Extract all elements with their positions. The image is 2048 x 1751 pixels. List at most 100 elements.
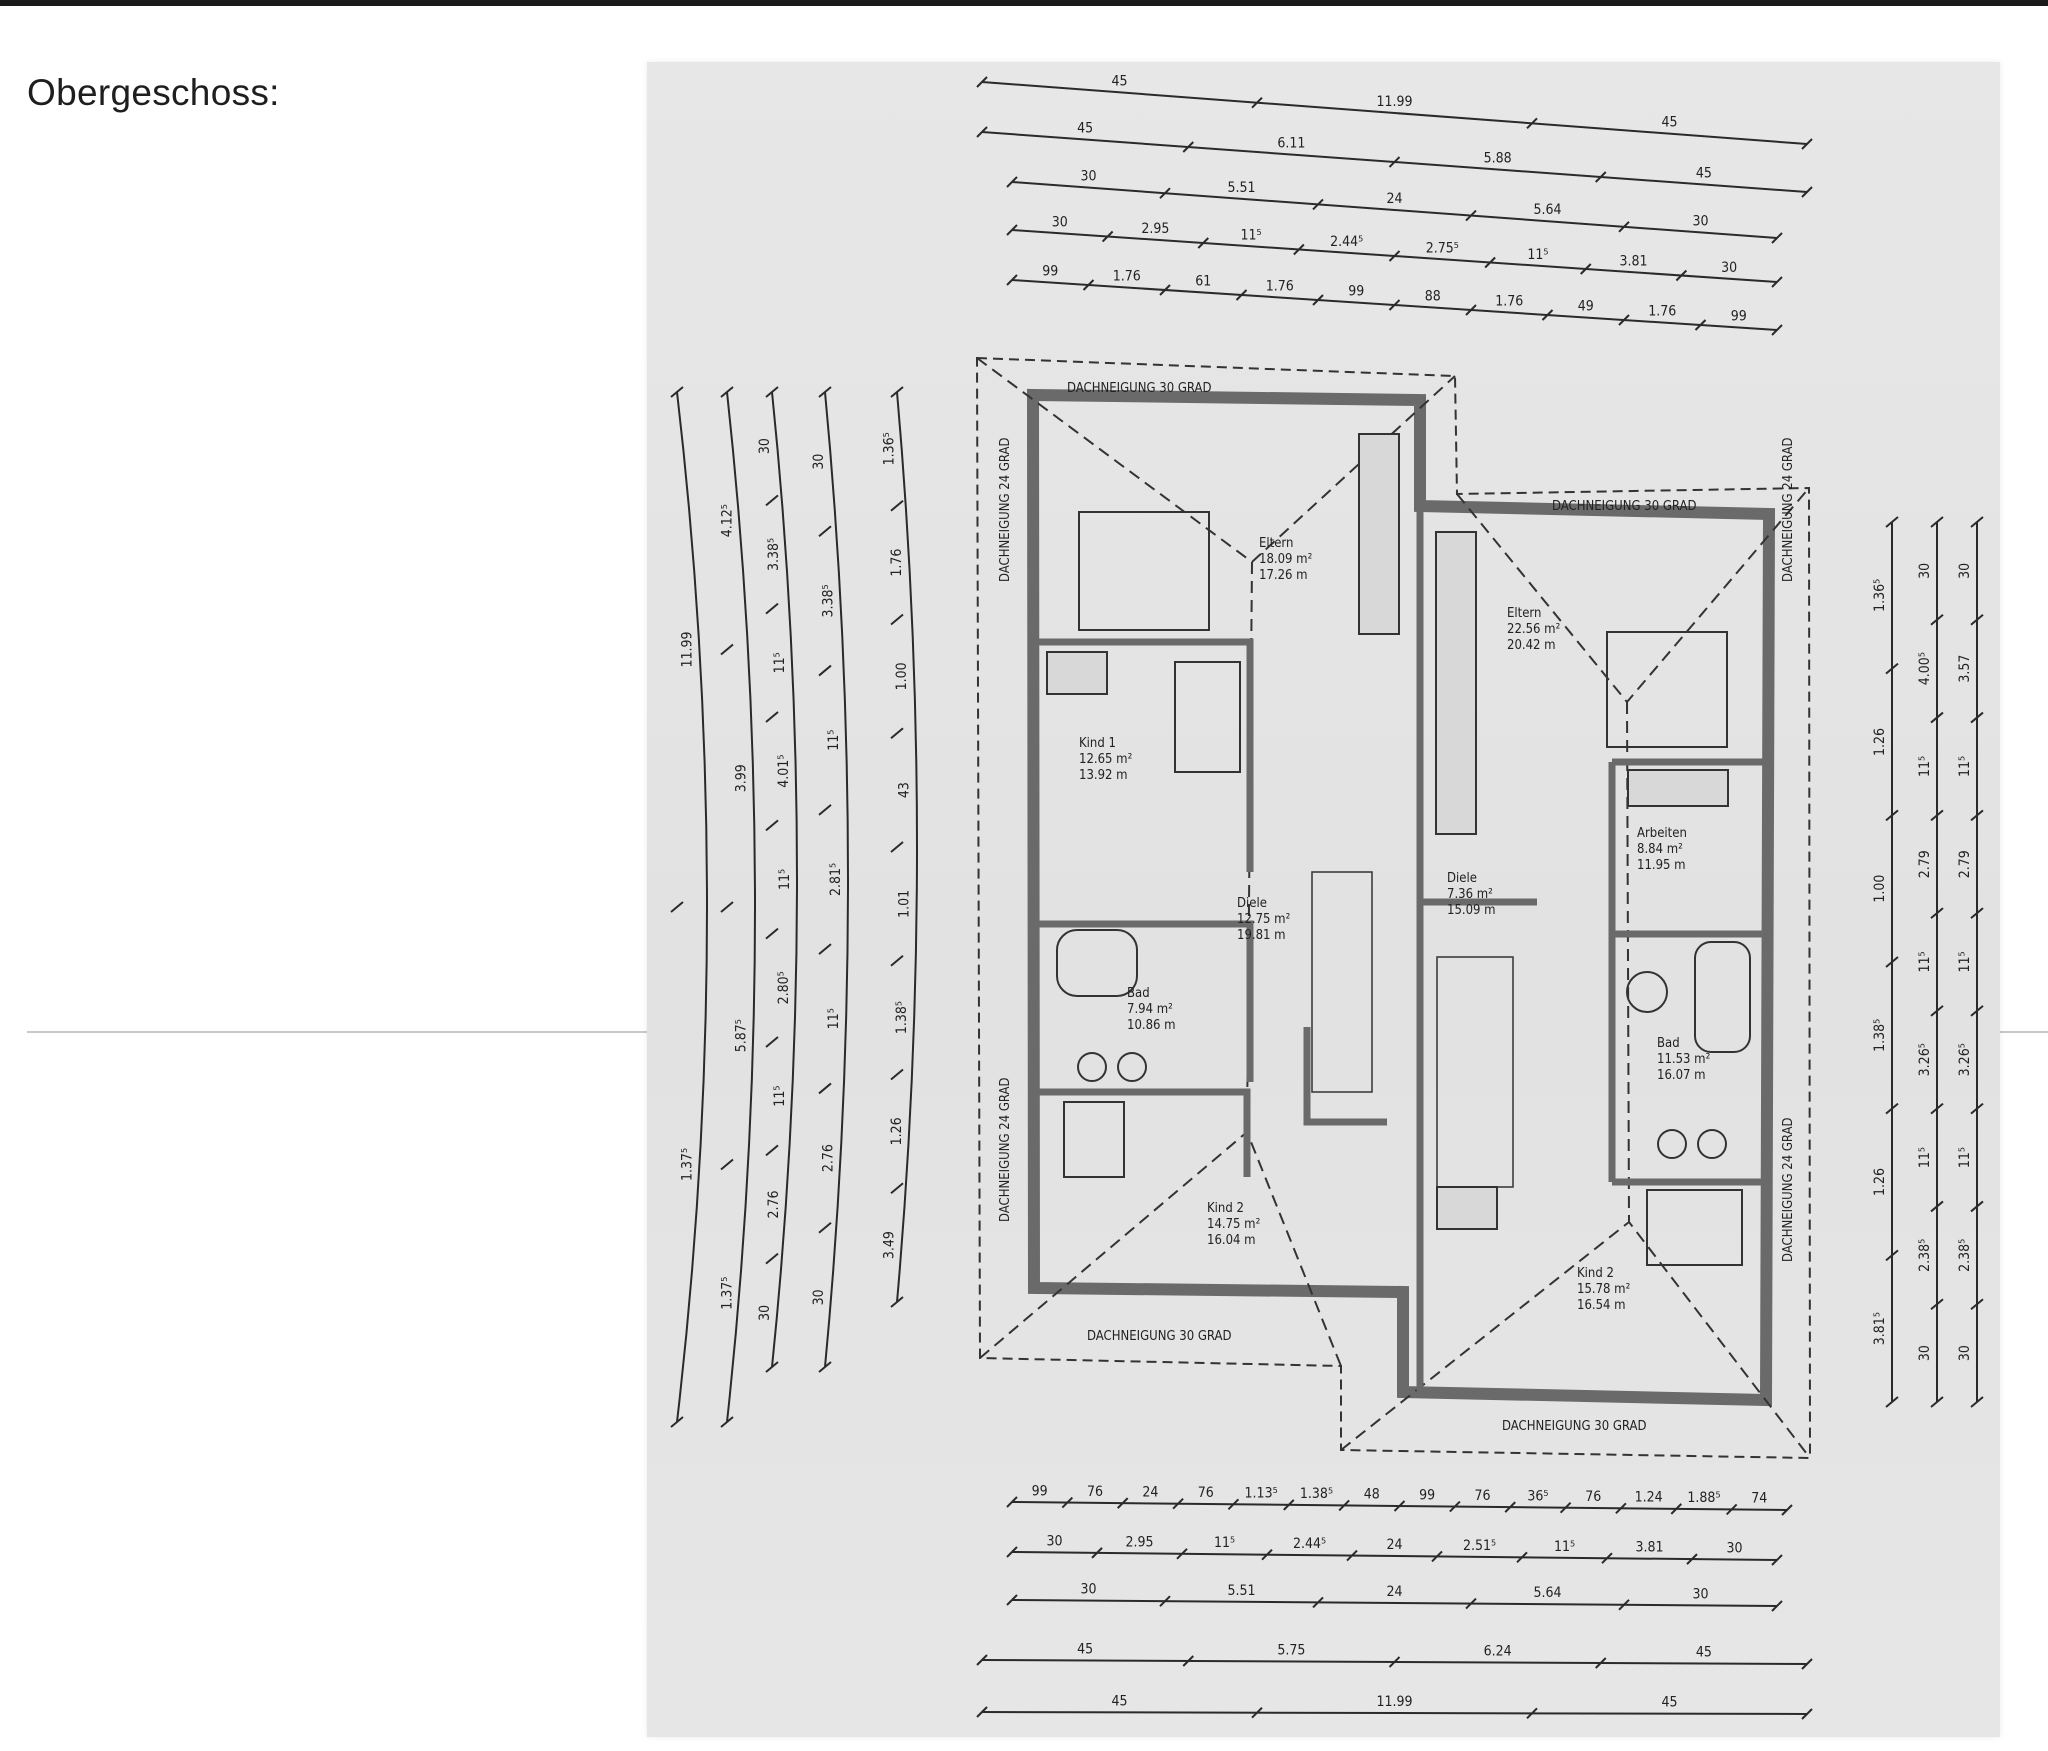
dimension-tick [976,1706,988,1718]
dimension-tick [890,954,904,967]
bed [1078,511,1210,631]
dimension-label: 30 [1046,1533,1062,1549]
dimension-tick [1449,1500,1461,1513]
dimension-tick [1006,1496,1018,1508]
dimension-tick [765,602,779,615]
dimension-tick [818,1082,832,1095]
dimension-tick [765,1036,779,1048]
dimension-tick [1559,1502,1572,1514]
roof-label: DACHNEIGUNG 24 GRAD [1781,437,1796,582]
dimension-tick [1771,1554,1783,1566]
dimension-tick [1885,516,1899,528]
dimension-tick [1970,614,1984,626]
dimension-tick [1686,1553,1698,1565]
dimension-label: 1.38⁵ [1872,1019,1888,1052]
dimension-line [981,1711,1808,1715]
dimension-label: 1.36⁵ [1872,579,1888,612]
dimension-tick [818,943,832,955]
dimension-tick [1970,809,1984,822]
dimension-tick [890,613,904,626]
dimension-tick [1725,1503,1738,1516]
bed [1063,1101,1125,1178]
dimension-label: 76 [1198,1485,1214,1501]
dimension-tick [1930,809,1944,822]
dimension-label: 24 [1386,1584,1402,1600]
dimension-tick [1006,274,1018,286]
dimension-line [676,391,708,1423]
dimension-tick [1312,198,1324,211]
room-area: 7.94 m² [1127,1002,1173,1017]
dimension-tick [1312,1596,1324,1609]
roof-label: DACHNEIGUNG 30 GRAD [1552,499,1697,514]
dimension-label: 11⁵ [826,730,842,751]
dimension-tick [1885,1102,1899,1115]
dimension-line [1011,1599,1778,1607]
dimension-tick [1251,1706,1263,1719]
exterior-walls [1026,388,1776,1407]
dimension-label: 1.76 [889,549,905,577]
dimension-tick [890,499,904,512]
bed [1606,631,1728,748]
dimension-label: 30 [1917,563,1933,579]
dimension-label: 76 [1087,1484,1103,1500]
page-heading: Obergeschoss: [27,72,280,113]
room-name: Kind 2 [1207,1201,1244,1216]
dimension-tick [1197,237,1209,249]
sink [1077,1052,1107,1082]
dimension-tick [720,1416,734,1428]
dimension-tick [765,1252,779,1265]
dimension-tick [1970,1005,1984,1017]
dimension-label: 11⁵ [772,1086,788,1107]
dimension-label: 99 [1731,309,1747,325]
dimension-tick [765,819,779,832]
dimension-tick [818,525,832,538]
dimension-tick [890,841,904,853]
dimension-label: 11⁵ [772,652,788,673]
dimension-label: 11⁵ [1917,1147,1933,1168]
dimension-label: 3.81 [1635,1540,1663,1556]
dimension-label: 48 [1364,1487,1380,1503]
room-area: 12.65 m² [1079,752,1132,767]
dimension-label: 30 [1080,1582,1096,1598]
dimension-label: 49 [1578,299,1594,315]
interior-walls [1033,506,1769,1392]
dimension-label: 2.44⁵ [1330,234,1363,250]
dimension-tick [1388,156,1401,168]
dimension-label: 6.24 [1484,1644,1512,1660]
room-perimeter: 13.92 m [1079,768,1128,783]
dimension-label: 24 [1142,1484,1158,1500]
dimension-label: 24 [1386,191,1402,207]
dimension-tick [1388,299,1401,311]
dimension-tick [1930,1005,1944,1017]
dimension-line [981,81,1808,145]
dimension-label: 76 [1585,1489,1601,1505]
dimension-tick [1885,1396,1899,1408]
dimension-tick [1930,614,1944,626]
dimension-label: 11⁵ [826,1008,842,1029]
room-perimeter: 20.42 m [1507,638,1556,653]
dimension-tick [1781,1504,1793,1516]
dimension-tick [1283,1499,1295,1511]
wardrobe [1436,1186,1498,1230]
staircase [1311,871,1514,1188]
dimension-label: 3.26⁵ [1917,1043,1933,1076]
dimension-label: 5.51 [1227,1583,1255,1599]
dimension-tick [1580,263,1592,275]
dimension-label: 6.11 [1277,136,1305,152]
dimension-label: 61 [1195,274,1211,290]
dimension-label: 2.38⁵ [1957,1239,1973,1272]
dimension-label: 30 [811,454,827,470]
roof-overhang-outline [975,356,1812,1460]
dimension-tick [1465,209,1477,222]
dimension-label: 45 [1077,121,1093,137]
dimension-tick [1293,243,1305,256]
dimension-tick [1970,907,1984,919]
dimension-label: 1.76 [1113,269,1141,285]
dimension-tick [765,927,779,940]
roof-label: DACHNEIGUNG 30 GRAD [1067,381,1212,396]
dimension-tick [1930,1298,1944,1310]
beds [1063,511,1743,1266]
